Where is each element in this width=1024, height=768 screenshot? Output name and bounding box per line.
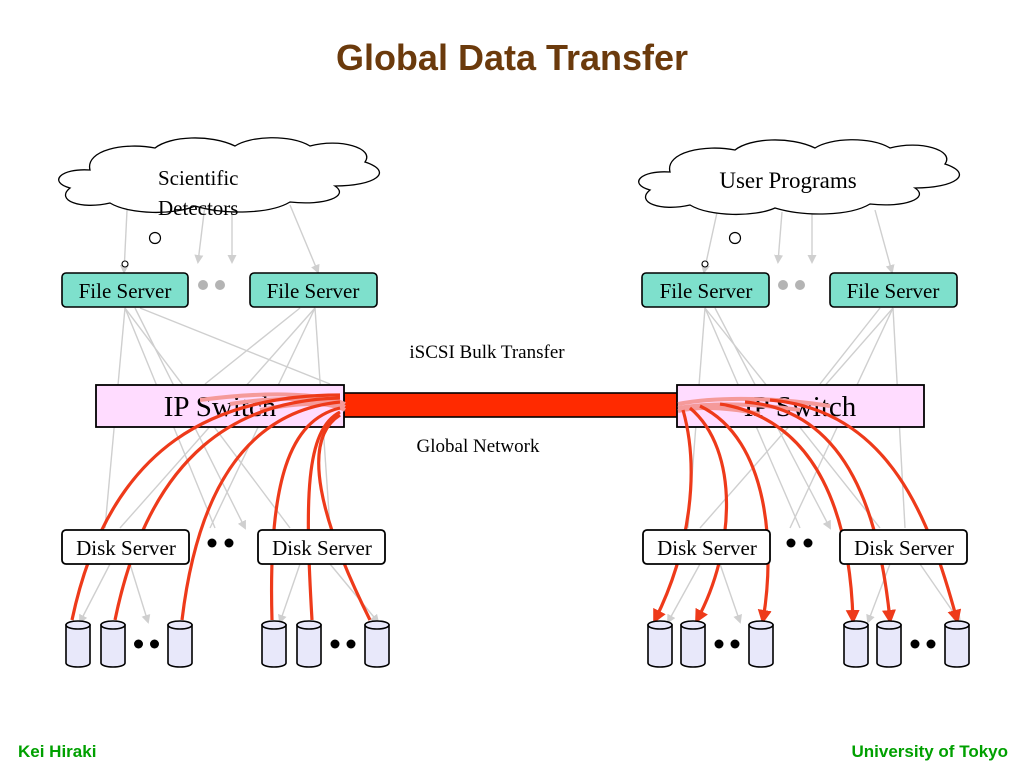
file-server-label: File Server: [79, 279, 172, 303]
ellipsis-dot: [730, 639, 740, 649]
thought-bubble-small: [121, 260, 129, 268]
link-label-bottom: Global Network: [417, 436, 540, 457]
disk-icon: [65, 620, 91, 668]
ellipsis-dot: [714, 639, 724, 649]
cloud-user-programs: User Programs: [638, 139, 960, 268]
footer-institution: University of Tokyo: [852, 742, 1009, 761]
ellipsis-dot: [207, 538, 217, 548]
disk-server-right-1: Disk Server: [642, 529, 771, 565]
ellipsis-dot: [224, 538, 234, 548]
disk-group: [261, 620, 390, 668]
disk-icon: [167, 620, 193, 668]
global-network-link: [339, 392, 681, 418]
file-server-right-1: File Server: [641, 272, 770, 308]
disk-server-label: Disk Server: [76, 536, 176, 560]
disk-server-label: Disk Server: [657, 536, 757, 560]
thought-bubble-large: [148, 231, 162, 245]
disk-icon: [296, 620, 322, 668]
file-server-right-2: File Server: [829, 272, 958, 308]
disk-server-right-2: Disk Server: [839, 529, 968, 565]
page-title: Global Data Transfer: [336, 37, 688, 78]
disk-server-left-1: Disk Server: [61, 529, 190, 565]
disk-icon: [876, 620, 902, 668]
cloud-label: User Programs: [719, 168, 856, 193]
ellipsis-dot: [330, 639, 340, 649]
disk-icon: [843, 620, 869, 668]
cloud-scientific-detectors: Scientific Detectors: [58, 137, 380, 268]
disk-group: [647, 620, 774, 668]
disk-groups: [65, 620, 970, 668]
ellipsis-dot: [215, 280, 225, 290]
ellipsis-dot: [795, 280, 805, 290]
ellipsis-dot: [150, 639, 159, 649]
disk-group: [843, 620, 970, 668]
disk-server-label: Disk Server: [854, 536, 954, 560]
file-server-label: File Server: [660, 279, 753, 303]
disk-icon: [748, 620, 774, 668]
disk-icon: [364, 620, 390, 668]
footer-author: Kei Hiraki: [18, 742, 96, 761]
disk-icon: [944, 620, 970, 668]
ellipsis-dot: [346, 639, 356, 649]
ellipsis-dot: [803, 538, 813, 548]
file-server-label: File Server: [847, 279, 940, 303]
cloud-label-line2: Detectors: [158, 196, 238, 220]
ellipsis-dot: [198, 280, 208, 290]
disk-icon: [261, 620, 287, 668]
cloud-label-line1: Scientific: [158, 166, 238, 190]
flows-right: [653, 398, 962, 624]
thought-bubble-small: [701, 260, 709, 268]
ip-switch-left: IP Switch: [95, 384, 345, 428]
link-label-top: iSCSI Bulk Transfer: [409, 342, 565, 363]
disk-server-left-2: Disk Server: [257, 529, 386, 565]
disk-icon: [100, 620, 126, 668]
disk-server-label: Disk Server: [272, 536, 372, 560]
flows-left: [70, 393, 372, 621]
thought-bubble-large: [728, 231, 742, 245]
disk-group: [65, 620, 193, 668]
file-server-left-2: File Server: [249, 272, 378, 308]
ellipsis-dot: [778, 280, 788, 290]
disk-icon: [647, 620, 673, 668]
ellipsis-dot: [926, 639, 936, 649]
disk-icon: [680, 620, 706, 668]
ellipsis-dot: [910, 639, 920, 649]
file-server-label: File Server: [267, 279, 360, 303]
file-server-left-1: File Server: [61, 272, 189, 308]
ellipsis-dot: [786, 538, 796, 548]
ellipsis-dot: [134, 639, 143, 649]
